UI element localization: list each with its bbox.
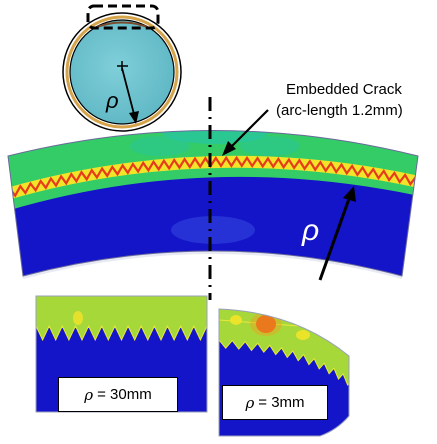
inset-substrate-disk — [69, 19, 175, 125]
panel-right-yellow-spot-2 — [296, 330, 310, 340]
main-rho-label: ρ — [301, 214, 319, 247]
panel-right-frame — [218, 308, 350, 437]
inset-outer-ring — [62, 12, 182, 132]
panel-right-crack-teeth — [219, 319, 349, 386]
inset-crack-arc — [96, 21, 148, 28]
panel-right-orange-hotspot — [250, 312, 282, 336]
crack-sawtooth — [8, 155, 418, 201]
coating-right-hotspot — [240, 136, 300, 156]
rho-3-symbol: ρ — [245, 393, 255, 412]
annotation-arrow-line — [227, 109, 269, 151]
inset-diagram: ρ — [62, 4, 182, 132]
rho-30-symbol: ρ — [84, 385, 94, 404]
rho-30-value: = 30mm — [97, 386, 152, 403]
annotation-arrowhead — [222, 141, 236, 156]
inset-radius-arrow-line — [121, 67, 136, 119]
substrate-lighter-blob — [171, 216, 255, 244]
annotation-line2: (arc-length 1.2mm) — [276, 102, 403, 119]
main-radius-indicator: ρ — [301, 186, 356, 281]
panel-left-frame — [35, 295, 208, 413]
main-radius-arrow-line — [318, 195, 352, 281]
panel-right-yellow-spot — [230, 315, 242, 325]
inset-radius-arrowhead — [129, 111, 139, 124]
rho-3-value: = 3mm — [258, 394, 305, 411]
rho-30-label-box: ρ = 30mm — [58, 377, 178, 412]
panel-right-red-hotspot — [256, 315, 276, 333]
coating-left-hotspot — [130, 136, 190, 156]
main-section-outline — [7, 130, 419, 277]
panel-left-crack-teeth — [36, 296, 207, 342]
panel-rho-30 — [35, 295, 208, 413]
rho-3-label-box: ρ = 3mm — [222, 385, 328, 420]
panel-left-hotspot — [73, 311, 83, 325]
annotation-line1: Embedded Crack — [286, 81, 402, 98]
inset-rho-label: ρ — [105, 88, 119, 113]
main-section — [7, 130, 419, 279]
main-radius-arrowhead — [343, 186, 356, 202]
inset-region-box — [86, 4, 160, 30]
embedded-crack-annotation: Embedded Crack (arc-length 1.2mm) — [222, 81, 403, 156]
